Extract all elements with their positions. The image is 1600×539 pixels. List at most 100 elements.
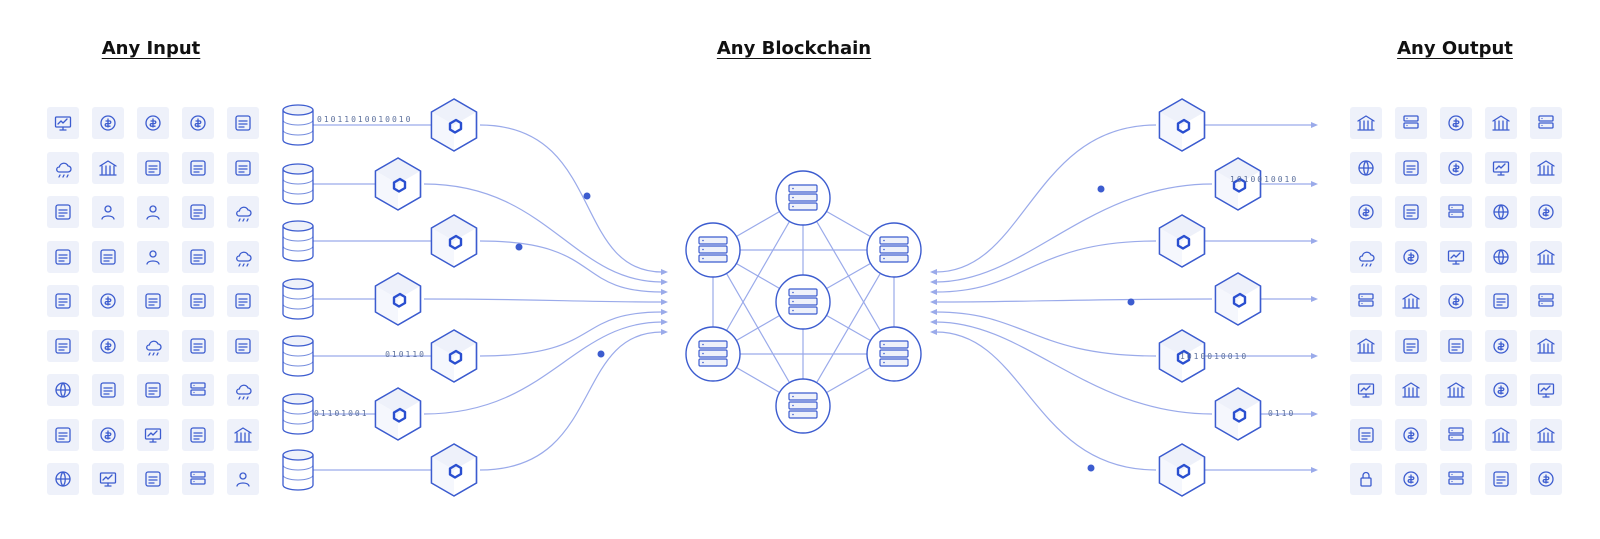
wallet-icon <box>1485 285 1517 317</box>
atom-icon <box>92 374 124 406</box>
rocket-icon <box>1395 196 1427 228</box>
arrowhead <box>930 269 937 275</box>
capitol-building-icon <box>1440 374 1472 406</box>
dollar-exchange-icon <box>92 285 124 317</box>
output-flow-curve <box>935 331 1157 471</box>
newspaper-icon <box>1485 463 1517 495</box>
binary-person-icon <box>137 240 169 273</box>
arrowhead <box>930 309 937 315</box>
arrowhead <box>1311 411 1318 417</box>
output-flow-curve <box>935 298 1213 303</box>
output-flow-curve <box>935 321 1213 415</box>
arrowhead <box>930 299 937 305</box>
data-packet-dot <box>1087 464 1095 472</box>
football-icon <box>182 329 214 362</box>
rain-field-icon <box>227 374 259 406</box>
blockchain-server-node <box>775 274 831 330</box>
terminal-share-icon <box>1530 374 1562 406</box>
government-building-icon <box>1530 240 1562 273</box>
euro-sign-icon <box>1530 196 1562 228</box>
binary-stream-label: 010110 <box>385 350 426 359</box>
stethoscope-icon <box>227 329 259 362</box>
coin-stack-icon <box>1530 463 1562 495</box>
map-pin-icon <box>47 418 79 451</box>
oracle-node-hexagon <box>1158 98 1206 152</box>
soccer-ball-icon <box>137 374 169 406</box>
globe-lock-icon <box>1350 151 1382 184</box>
gears-icon <box>1440 329 1472 362</box>
arrowhead <box>930 289 937 295</box>
oracle-node-hexagon <box>1214 272 1262 326</box>
input-flow-curve <box>479 240 663 293</box>
bank-hand-icon <box>1485 107 1517 139</box>
blockchain-server-node <box>775 170 831 226</box>
data-source-cylinder <box>282 335 314 377</box>
arrowhead <box>1311 122 1318 128</box>
oracle-node-hexagon <box>1214 387 1262 441</box>
data-packet-dot <box>515 243 523 251</box>
database-icon <box>1350 285 1382 317</box>
skyscraper-icon <box>1485 418 1517 451</box>
oracle-node-hexagon <box>430 214 478 268</box>
cpu-chip-icon <box>1350 418 1382 451</box>
checklist-icon <box>1440 196 1472 228</box>
input-flow-curve <box>479 124 663 273</box>
cubes-icon <box>1395 329 1427 362</box>
basketball-hoop-icon <box>47 285 79 317</box>
server-toggle-icon <box>1440 418 1472 451</box>
any-input-heading: Any Input <box>101 38 201 59</box>
cloud-rain-icon <box>227 196 259 228</box>
binary-stream-label: 01011010010010 <box>317 115 412 124</box>
output-flow-curve <box>935 240 1157 293</box>
data-source-cylinder <box>282 393 314 435</box>
satellite-icon <box>227 285 259 317</box>
blockchain-server-node <box>685 326 741 382</box>
oracle-node-hexagon <box>374 157 422 211</box>
shopping-cart-icon <box>182 240 214 273</box>
oracle-node-hexagon <box>1214 157 1262 211</box>
dai-icon <box>1485 329 1517 362</box>
factory-icon <box>227 418 259 451</box>
oracle-node-hexagon <box>430 329 478 383</box>
database-sync-icon <box>182 374 214 406</box>
any-blockchain-heading: Any Blockchain <box>716 38 872 59</box>
binary-stream-label: 1010010010 <box>1180 352 1248 361</box>
data-packet-dot <box>597 350 605 358</box>
globe-bank-icon <box>1485 240 1517 273</box>
server-list-icon <box>1530 285 1562 317</box>
blockchain-server-node <box>775 378 831 434</box>
code-window-icon <box>92 463 124 495</box>
arrowhead <box>1311 467 1318 473</box>
output-icon-grid <box>1350 107 1562 495</box>
cloud-lock-icon <box>1350 240 1382 273</box>
monitor-upload-icon <box>137 418 169 451</box>
yen-sign-icon <box>1395 418 1427 451</box>
document-edit-icon <box>182 151 214 184</box>
global-delivery-icon <box>47 240 79 273</box>
data-source-cylinder <box>282 220 314 262</box>
arrowhead <box>661 279 668 285</box>
oracle-node-hexagon <box>1158 329 1206 383</box>
blockchain-server-node <box>866 222 922 278</box>
tower-icon <box>1530 418 1562 451</box>
output-flow-curve <box>935 183 1213 283</box>
arrowhead <box>661 269 668 275</box>
data-source-cylinder <box>282 449 314 491</box>
input-flow-curve <box>479 311 663 357</box>
arrowhead <box>661 299 668 305</box>
data-packet-dot <box>1097 185 1105 193</box>
arrowhead <box>1311 181 1318 187</box>
oracle-node-hexagon <box>1158 443 1206 497</box>
hard-drive-icon <box>1440 463 1472 495</box>
input-flow-curve <box>423 321 663 415</box>
globe-dollar-icon <box>1395 463 1427 495</box>
monitor-chart-icon <box>1440 240 1472 273</box>
server-rack-icon <box>1530 107 1562 139</box>
barrel-icon <box>182 285 214 317</box>
museum-icon <box>1395 374 1427 406</box>
input-flow-curve <box>479 331 663 471</box>
dollar-coins-icon <box>92 107 124 139</box>
badge-id-icon <box>137 196 169 228</box>
binary-stream-label: 0110 <box>1268 409 1295 418</box>
output-flow-curve <box>935 311 1157 357</box>
